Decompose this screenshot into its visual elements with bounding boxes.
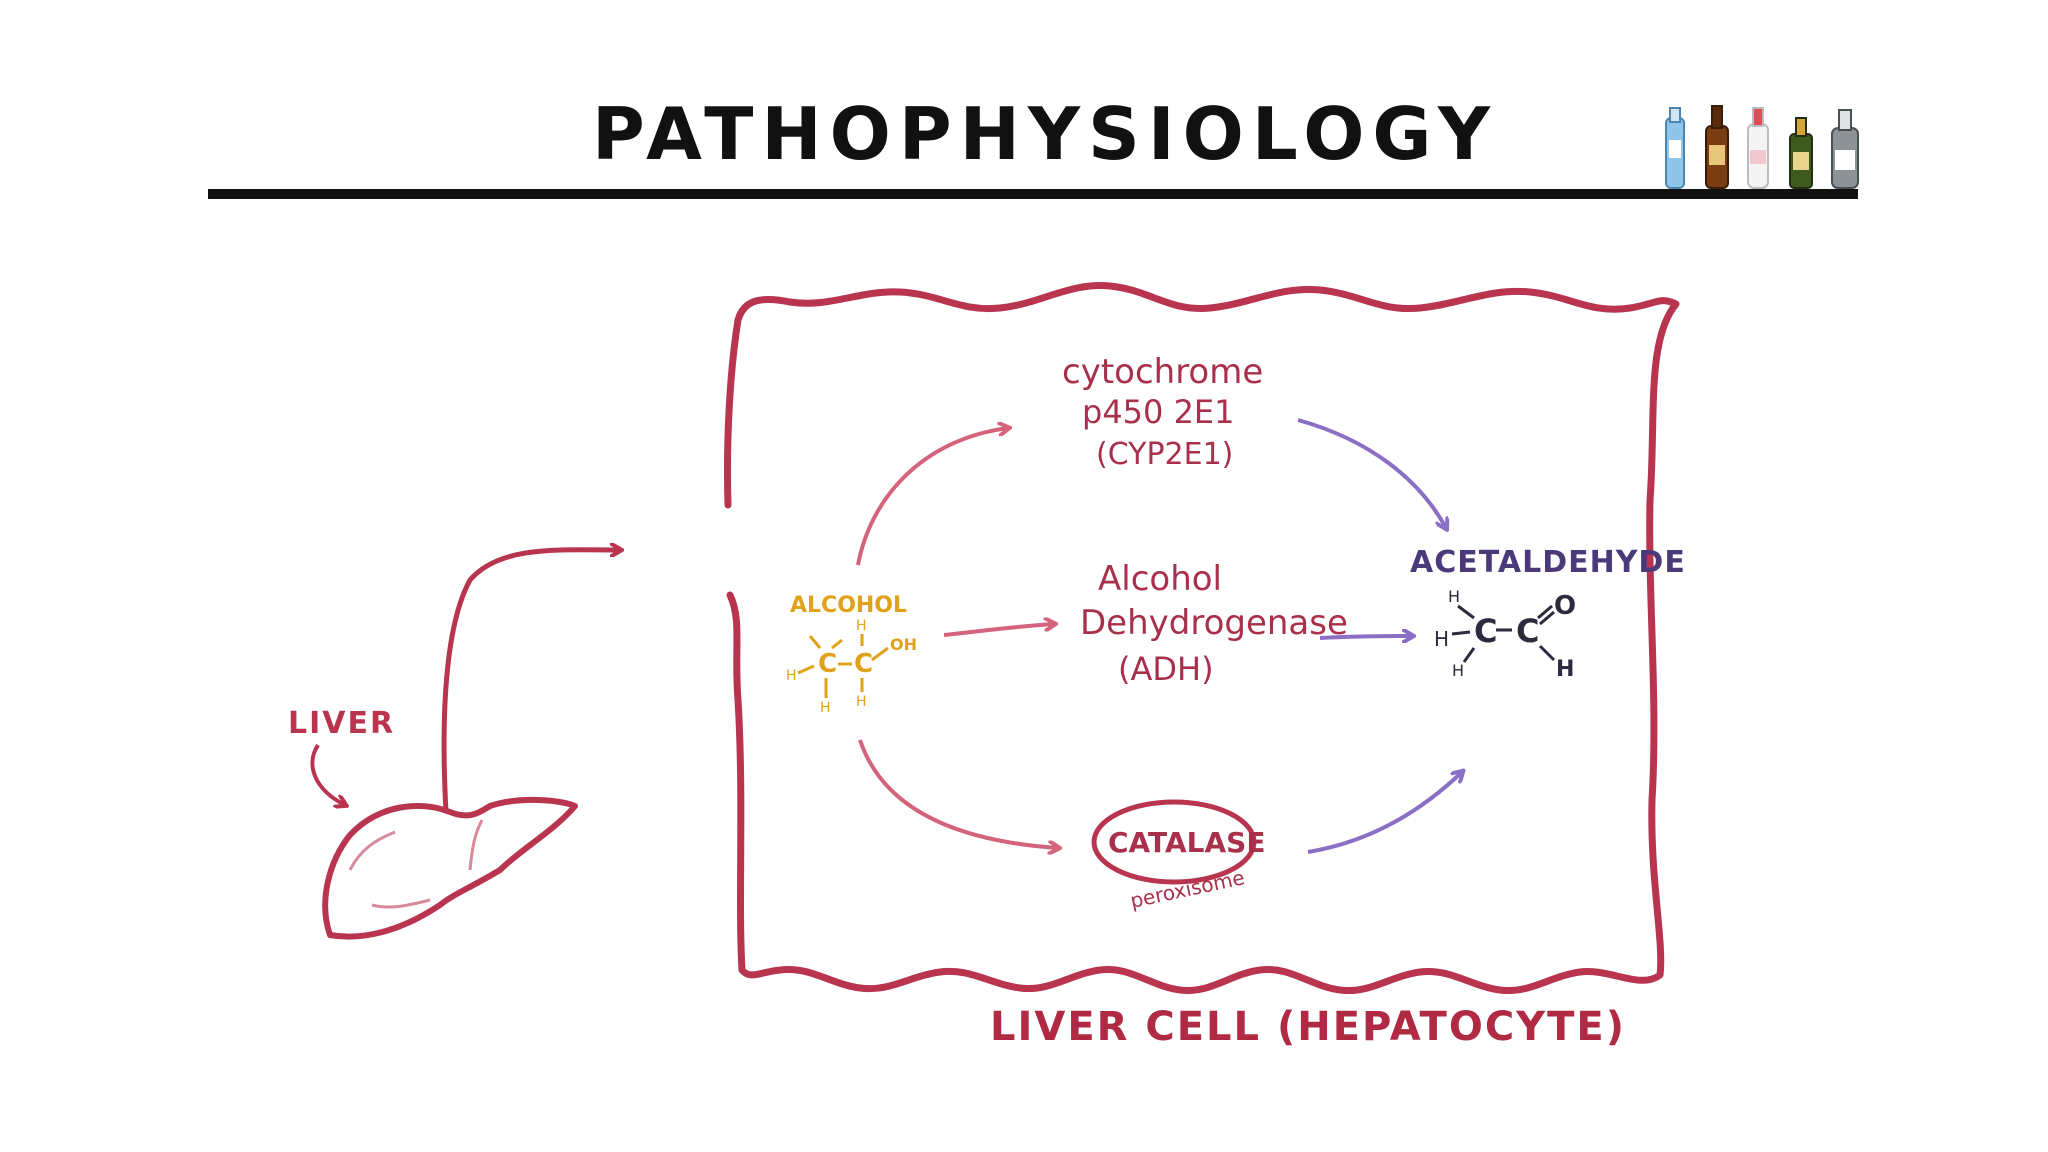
alcohol-hydrogen-top: H [856, 618, 867, 634]
alcohol-carbon-2: C [854, 649, 873, 679]
liver-shade [468, 819, 484, 871]
alcohol-carbon-1: C [818, 649, 837, 679]
alcohol-to-catalase-arrow [858, 739, 1058, 848]
cyp-label-line2: p450 2E1 [1082, 393, 1235, 431]
liver-pointer-arrow [310, 743, 345, 805]
bottle-brown-icon [1705, 105, 1729, 189]
bottle-white-icon [1747, 107, 1769, 189]
acetaldehyde-label: ACETALDEHYDE [1410, 545, 1686, 580]
adh-label-line1: Alcohol [1098, 559, 1222, 599]
alcohol-hydrogen-left: H [786, 668, 797, 684]
liver-to-cell-arrow [441, 550, 620, 813]
alcohol-molecule: C C OH H H H H [786, 618, 917, 716]
cyp-to-acetaldehyde-arrow [1297, 418, 1446, 528]
peroxisome-label: peroxisome [1128, 865, 1247, 913]
page-title: PATHOPHYSIOLOGY [592, 92, 1499, 176]
acetaldehyde-hydrogen-top: H [1448, 587, 1460, 606]
alcohol-hydrogen-bottom-2: H [856, 694, 867, 710]
acetaldehyde-molecule: C C O H H H H [1434, 587, 1576, 682]
bottle-gray-icon [1831, 109, 1859, 189]
adh-label-line3: (ADH) [1118, 650, 1214, 688]
adh-to-acetaldehyde-arrow [1319, 636, 1412, 638]
cyp-label-line1: cytochrome [1062, 352, 1263, 392]
liver-label: LIVER [288, 706, 395, 741]
alcohol-hydrogen-bottom: H [820, 700, 831, 716]
liver-shade [371, 898, 431, 909]
bottle-blue-icon [1665, 107, 1685, 189]
liver-shade [348, 830, 396, 871]
alcohol-label: ALCOHOL [790, 593, 907, 618]
alcohol-hydroxyl: OH [890, 635, 917, 654]
alcohol-to-adh-arrow [943, 624, 1054, 637]
cell-membrane [724, 282, 1680, 995]
adh-label-line2: Dehydrogenase [1080, 603, 1348, 643]
title-underline [208, 189, 1858, 199]
acetaldehyde-oxygen: O [1554, 591, 1576, 621]
acetaldehyde-hydrogen-bottom: H [1452, 661, 1464, 680]
cell-caption: LIVER CELL (HEPATOCYTE) [990, 1004, 1626, 1050]
acetaldehyde-hydrogen-right: H [1556, 657, 1574, 682]
cyp-label-line3: (CYP2E1) [1096, 437, 1233, 472]
catalase-outline [1091, 799, 1257, 885]
alcohol-to-cyp-arrow [856, 428, 1008, 566]
catalase-label: CATALASE [1108, 826, 1265, 859]
acetaldehyde-carbon-2: C [1516, 612, 1539, 650]
bottle-green-icon [1789, 117, 1813, 189]
liver-organ [322, 796, 578, 940]
acetaldehyde-carbon-1: C [1474, 612, 1497, 650]
acetaldehyde-hydrogen-left: H [1434, 627, 1449, 651]
catalase-to-acetaldehyde-arrow [1307, 772, 1462, 854]
